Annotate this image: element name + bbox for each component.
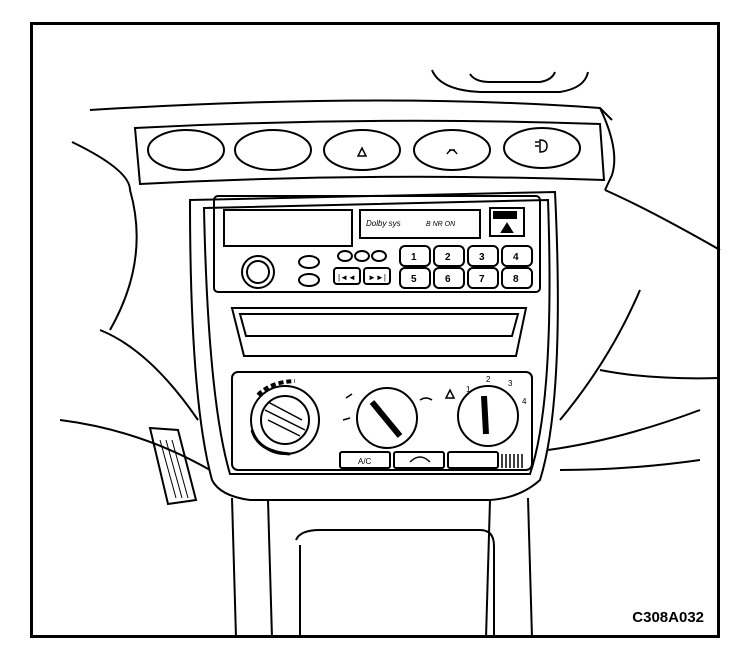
seek-right-button[interactable] (363, 267, 391, 285)
preset-label-6: 6 (445, 274, 451, 285)
top-vent-inner (469, 71, 556, 83)
preset-button-2[interactable] (433, 245, 465, 267)
preset-button-3[interactable] (467, 245, 499, 267)
preset-button-6[interactable] (433, 267, 465, 289)
storage-pocket-inner (238, 313, 520, 337)
temperature-knob-inner (260, 395, 310, 445)
fan-speed-4: 4 (522, 397, 527, 406)
radio-unit (213, 195, 541, 293)
ac-button-label: A/C (358, 457, 372, 466)
cassette-slot (359, 209, 481, 239)
recirculation-icon (409, 456, 431, 463)
defog-icon (446, 149, 458, 155)
rear-defrost-button[interactable] (447, 451, 499, 469)
fan-speed-3: 3 (508, 379, 513, 388)
seek-right-label: ►►| (368, 273, 386, 282)
floor-line-left-2 (99, 329, 199, 421)
temperature-scale-cold (256, 379, 296, 397)
tape-label: Dolby sys (366, 219, 401, 228)
floor-line-right-3 (559, 459, 701, 471)
mode-button-1[interactable] (337, 250, 353, 262)
fan-icon (444, 388, 456, 399)
eject-button[interactable] (489, 207, 525, 237)
preset-button-1[interactable] (399, 245, 431, 267)
dashboard-top-edge (89, 99, 613, 121)
preset-button-5[interactable] (399, 267, 431, 289)
switch-blank-2[interactable] (234, 129, 312, 171)
seek-left-label: |◄◄ (338, 273, 356, 282)
mode-icon-defrost (419, 397, 433, 401)
floor-console-right (485, 499, 491, 639)
preset-label-1: 1 (411, 252, 417, 263)
temperature-knob-grip (264, 401, 306, 437)
fan-knob-pointer (481, 395, 489, 435)
eject-top (493, 211, 517, 219)
rear-defog-switch[interactable] (413, 129, 491, 171)
radio-button-b[interactable] (298, 273, 320, 287)
figure-code: C308A032 (632, 609, 704, 626)
console-bezel-outer (188, 190, 559, 501)
top-vent (431, 69, 589, 93)
dashboard-right-edge (599, 107, 616, 191)
preset-button-8[interactable] (501, 267, 533, 289)
preset-label-5: 5 (411, 274, 417, 285)
fan-speed-1: 1 (466, 385, 471, 394)
hvac-panel (231, 371, 533, 471)
mode-knob-pointer (369, 400, 403, 438)
console-bezel-inner (202, 198, 551, 475)
switch-blank-1[interactable] (147, 129, 225, 171)
fog-lamp-switch[interactable] (503, 127, 581, 169)
floor-console-right-2 (527, 497, 533, 639)
figure-frame (30, 22, 720, 638)
volume-knob-cap (246, 260, 270, 284)
mode-knob[interactable] (356, 387, 418, 449)
glovebox-line (604, 189, 721, 251)
floor-line-right-2 (547, 409, 701, 451)
preset-button-7[interactable] (467, 267, 499, 289)
preset-button-4[interactable] (501, 245, 533, 267)
tape-sub-label: B NR ON (426, 221, 456, 228)
preset-label-4: 4 (513, 252, 519, 263)
preset-label-3: 3 (479, 252, 485, 263)
ac-button[interactable] (339, 451, 391, 469)
radio-button-a[interactable] (298, 255, 320, 269)
radio-display (223, 209, 353, 247)
preset-label-7: 7 (479, 274, 485, 285)
pedal[interactable] (148, 426, 198, 506)
fan-knob[interactable] (457, 385, 519, 447)
hazard-icon (356, 146, 368, 157)
eject-icon (500, 222, 514, 233)
volume-knob[interactable] (241, 255, 275, 289)
dashboard-lower-edge (71, 141, 138, 331)
right-shelf (599, 369, 721, 380)
storage-pocket (230, 307, 528, 357)
temperature-scale-hot (250, 429, 291, 456)
mode-icon-face (342, 393, 353, 421)
floor-console-left (231, 497, 237, 639)
preset-label-8: 8 (513, 274, 519, 285)
mode-button-2[interactable] (354, 250, 370, 262)
preset-label-2: 2 (445, 252, 451, 263)
hazard-switch[interactable] (323, 129, 401, 171)
fan-speed-2: 2 (486, 375, 491, 384)
floor-console-left-2 (267, 499, 273, 639)
switch-strip (133, 119, 606, 186)
floor-line-left (59, 419, 211, 471)
fog-lamp-icon (535, 139, 548, 153)
vent-grille (501, 454, 523, 468)
seek-left-button[interactable] (333, 267, 361, 285)
cup-holder (295, 529, 495, 638)
mode-button-3[interactable] (371, 250, 387, 262)
recirculation-button[interactable] (393, 451, 445, 469)
floor-line-right (559, 289, 641, 421)
